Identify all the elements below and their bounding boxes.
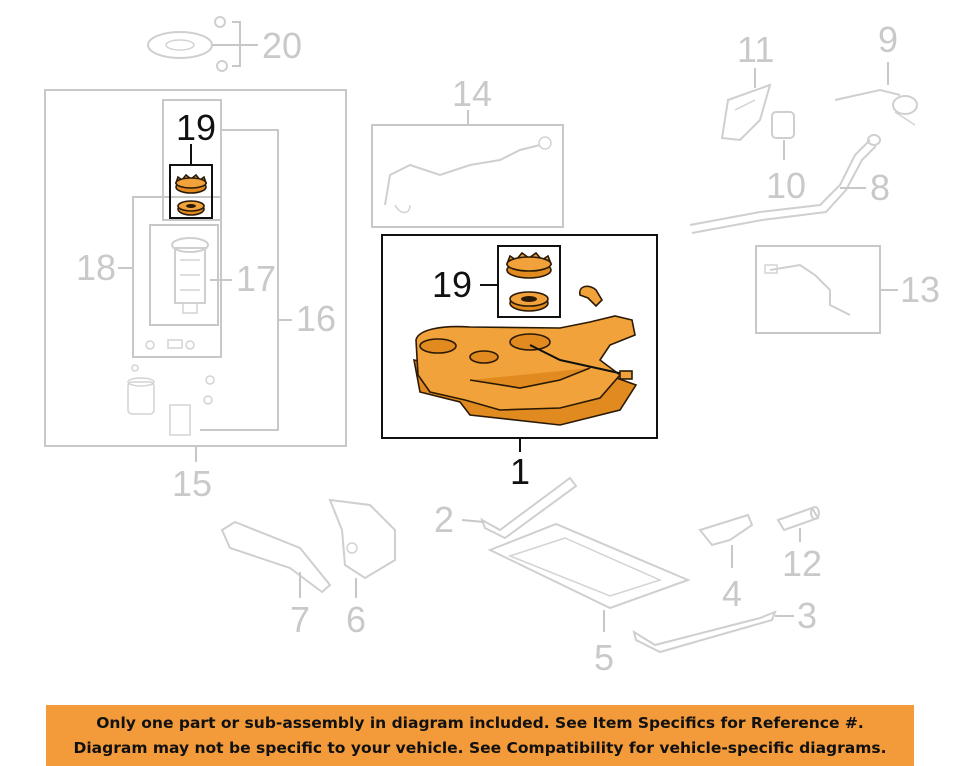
part-5-under-cover [487,522,691,632]
sub-box-17 [149,224,219,326]
callout-16: 16 [296,298,336,339]
callout-4: 4 [722,573,742,614]
part-14-harness [384,136,552,214]
part-8-filler-pipe [689,134,881,234]
callout-9: 9 [878,19,898,60]
callout-3: 3 [797,595,817,636]
part-15-misc-small-parts [127,339,215,436]
part-10-grommet [771,111,795,160]
callout-14: 14 [452,73,492,114]
callout-7: 7 [290,599,310,640]
callout-11: 11 [737,29,774,70]
part-clip [579,285,604,308]
callout-18: 18 [76,247,116,288]
callout-10: 10 [766,165,806,206]
sub-box-18 [132,196,222,358]
callout-13: 13 [900,269,940,310]
part-9-vent-valve [834,62,918,126]
assembly-13-box [755,245,881,334]
part-2-strap [461,476,578,540]
callout-19-main: 19 [432,264,472,305]
disclaimer-banner: Only one part or sub-assembly in diagram… [46,705,914,766]
callout-17: 17 [236,258,276,299]
part-6-bracket [328,498,396,598]
sub-box-19 [162,99,222,221]
callout-15: 15 [172,463,212,504]
disclaimer-line-1: Only one part or sub-assembly in diagram… [96,714,864,732]
callout-5: 5 [594,637,614,678]
highlight-box-19-main [497,245,561,318]
part-19-lock-ring [505,251,553,279]
callout-8: 8 [870,167,890,208]
part-4-bracket [698,513,754,568]
callout-2: 2 [434,499,454,540]
callout-6: 6 [346,599,366,640]
part-1-fuel-tank [412,315,638,426]
part-19-lock-ring-small [174,173,208,194]
part-12-hose [776,506,820,542]
disclaimer-line-2: Diagram may not be specific to your vehi… [73,739,887,757]
part-17-fuel-pump [171,237,209,314]
part-13-hose [764,263,851,316]
callout-12: 12 [782,543,822,584]
part-11-protector [720,68,772,142]
part-19-seal-small [177,200,205,216]
part-20-bracket [147,16,258,72]
part-7-heat-shield [220,520,332,598]
part-3-strap [632,610,794,654]
callout-19-left: 19 [176,107,216,148]
callout-20: 20 [262,25,302,66]
part-19-seal [509,291,549,312]
callout-1: 1 [510,451,530,492]
